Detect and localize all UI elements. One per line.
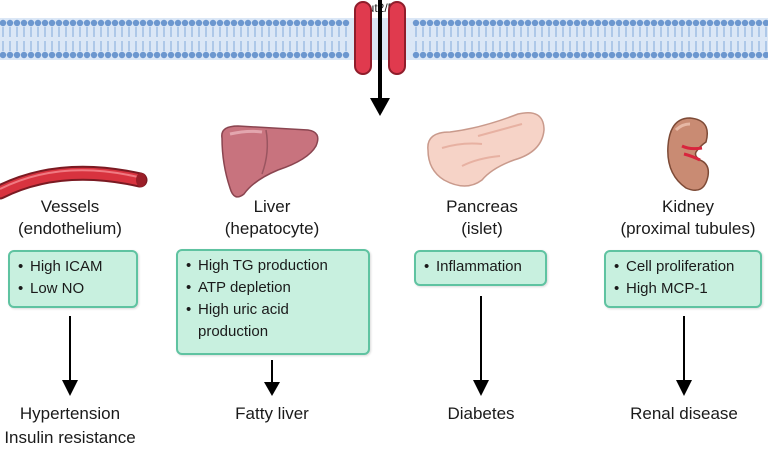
kidney-icon: [667, 117, 710, 191]
effect-item: High ICAM: [18, 256, 128, 278]
effect-item: Cell proliferation: [614, 256, 752, 278]
pancreas-title: Pancreas (islet): [446, 197, 518, 238]
liver-effects-box: High TG production ATP depletion High ur…: [176, 249, 370, 355]
effect-item: ATP depletion: [186, 277, 360, 299]
liver-outcome: Fatty liver: [235, 404, 309, 423]
pancreas-effects-box: Inflammation: [414, 250, 547, 286]
liver-title: Liver (hepatocyte): [224, 197, 320, 238]
effect-item: Inflammation: [424, 256, 537, 278]
glut-transporter-icon: [354, 0, 406, 116]
kidney-outcome: Renal disease: [630, 404, 738, 423]
effect-item: Low NO: [18, 278, 128, 300]
effect-item: High TG production: [186, 255, 360, 277]
pancreas-icon: [427, 112, 545, 187]
pancreas-arrow-icon: [473, 296, 489, 396]
effect-item: High MCP-1: [614, 278, 752, 300]
cell-membrane: [0, 18, 768, 60]
effect-item: High uric acid production: [186, 299, 360, 343]
kidney-effects-box: Cell proliferation High MCP-1: [604, 250, 762, 308]
vessels-arrow-icon: [62, 316, 78, 396]
vessels-effects-box: High ICAM Low NO: [8, 250, 138, 308]
vessel-icon: [0, 165, 148, 200]
liver-icon: [221, 125, 319, 198]
pancreas-outcome: Diabetes: [447, 404, 515, 423]
kidney-arrow-icon: [676, 316, 692, 396]
kidney-title: Kidney (proximal tubules): [620, 197, 756, 238]
vessels-title: Vessels (endothelium): [18, 197, 122, 238]
liver-arrow-icon: [264, 360, 280, 396]
vessels-outcome: Hypertension Insulin resistance: [4, 404, 136, 447]
